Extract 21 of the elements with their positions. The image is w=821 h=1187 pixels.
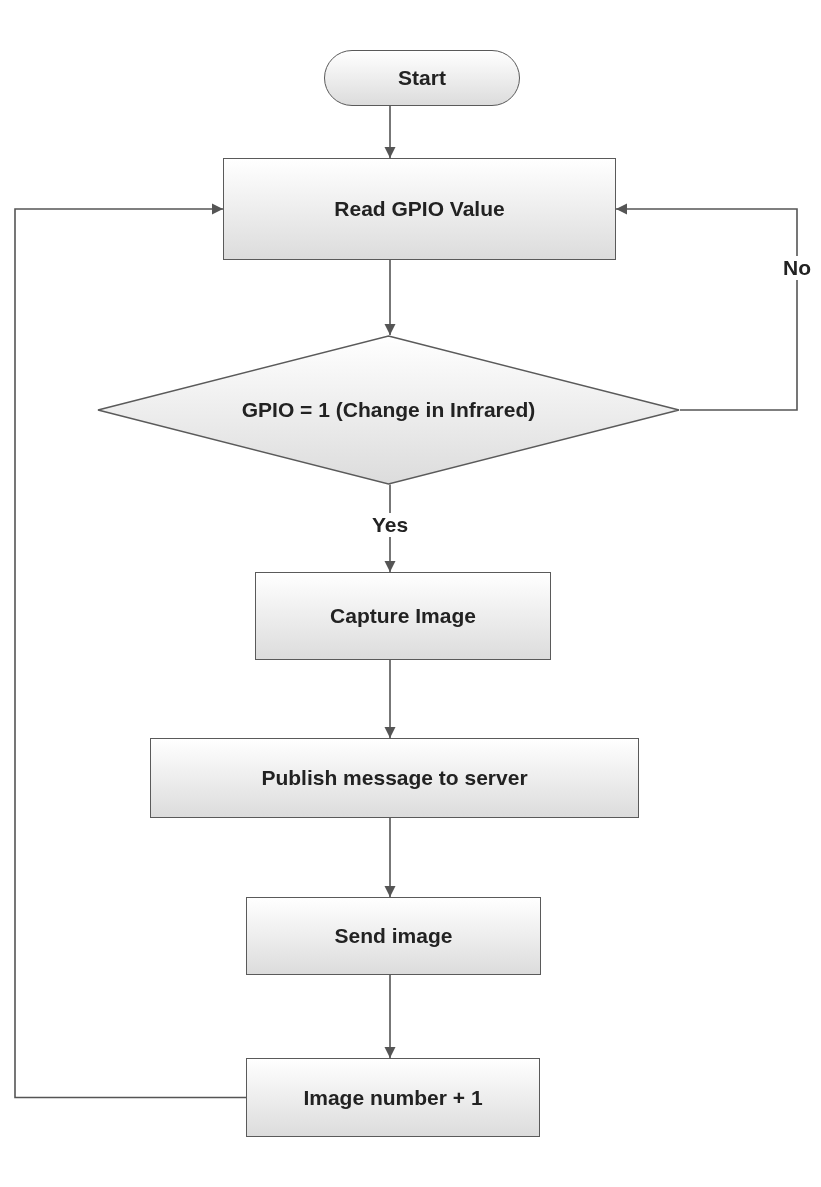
node-label: Start (397, 66, 447, 90)
arrow (384, 817, 396, 898)
arrow (615, 203, 798, 411)
node-label: Image number + 1 (302, 1085, 484, 1110)
node-label: Send image (333, 924, 454, 948)
node-label: GPIO = 1 (Change in Infrared) (240, 398, 537, 422)
process-box (255, 572, 551, 660)
terminal-shape (324, 50, 520, 106)
process-box (246, 897, 541, 975)
process-box (246, 1058, 540, 1137)
arrow (384, 659, 396, 739)
arrow (384, 259, 396, 336)
node-label: Capture Image (329, 604, 477, 628)
node-label: Read GPIO Value (333, 197, 506, 221)
process-box (150, 738, 639, 818)
decision-diamond (97, 335, 680, 485)
node-label: Publish message to server (260, 766, 529, 790)
arrow (384, 105, 396, 159)
arrow (384, 974, 396, 1059)
process-box (223, 158, 616, 260)
arrow (14, 203, 247, 1099)
